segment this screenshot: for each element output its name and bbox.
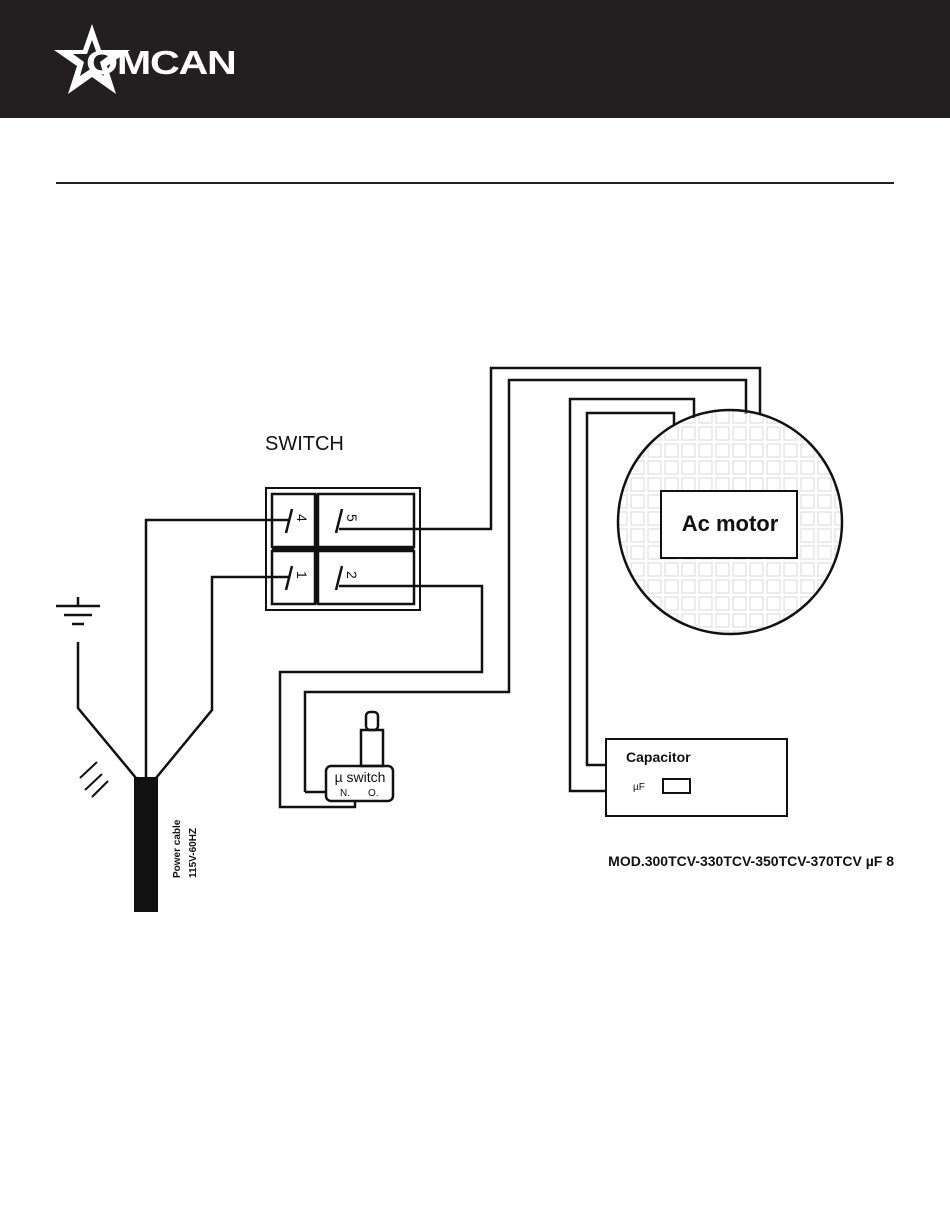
capacitor-unit: µF	[633, 782, 645, 793]
terminal-label-5: 5	[344, 514, 360, 522]
micro-switch-o: O.	[368, 788, 379, 799]
capacitor-value-box	[663, 779, 690, 793]
switch-cell-2	[318, 551, 414, 604]
switch-cell-5	[318, 494, 414, 547]
power-cable-voltage: 115V-60HZ	[188, 828, 199, 878]
terminal-label-2: 2	[344, 571, 360, 579]
wire-ground	[78, 642, 136, 778]
terminal-label-1: 1	[294, 571, 310, 579]
micro-switch-n: N.	[340, 788, 350, 799]
wire-terminal-4	[146, 520, 289, 778]
terminal-label-4: 4	[294, 514, 310, 522]
wire-terminal-1	[156, 577, 289, 778]
power-cable-label: Power cable	[172, 819, 183, 878]
motor-label: Ac motor	[682, 511, 779, 536]
model-note: MOD.300TCV-330TCV-350TCV-370TCV µF 8	[608, 853, 894, 869]
micro-switch-label: µ switch	[335, 769, 386, 785]
micro-switch-plunger[interactable]	[361, 730, 383, 766]
capacitor-label: Capacitor	[626, 749, 691, 765]
switch-title: SWITCH	[265, 433, 344, 455]
power-cable	[134, 777, 158, 912]
